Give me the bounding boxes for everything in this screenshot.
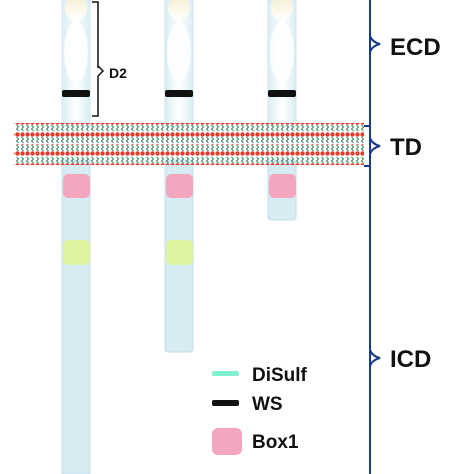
bracket-td-tick: [369, 137, 381, 155]
receptor-1: [61, 0, 91, 474]
legend-disulf-label: DiSulf: [252, 365, 308, 386]
membrane-inner-leaflet: [14, 145, 364, 165]
legend: DiSulf WS Box1: [212, 365, 308, 455]
legend-ws-swatch: [212, 400, 239, 406]
receptor-1-box1: [63, 174, 90, 198]
receptor-2-ws-motif: [165, 90, 193, 97]
domain-bracket: [364, 0, 381, 474]
receptor-1-ecd-cap: [65, 0, 87, 20]
icd-label: ICD: [390, 346, 431, 373]
receptor-2-ecd-cap: [168, 0, 190, 20]
receptor-1-ecd-lobe: [64, 22, 88, 82]
legend-disulf-swatch: [212, 371, 239, 376]
receptor-2-ecd-lobe: [167, 22, 191, 82]
legend-box1-label: Box1: [252, 432, 299, 453]
receptor-1-motif: [63, 240, 90, 265]
d2-bracket: D2: [92, 1, 127, 117]
bracket-icd-tick: [369, 349, 381, 367]
ecd-label: ECD: [390, 34, 441, 61]
lipid-bilayer: [14, 123, 364, 165]
receptor-3-ws-motif: [268, 90, 296, 97]
legend-box1-swatch: [212, 428, 242, 455]
legend-ws-label: WS: [252, 394, 283, 415]
receptor-2-box1: [166, 174, 193, 198]
receptor-1-ws-motif: [62, 90, 90, 97]
receptor-2-motif: [166, 240, 193, 265]
td-label: TD: [390, 134, 422, 161]
membrane-outer-leaflet: [14, 123, 364, 145]
d2-label: D2: [109, 65, 127, 81]
receptor-3-box1: [269, 174, 296, 198]
receptor-2: [164, 0, 194, 353]
receptor-3-ecd-lobe: [270, 22, 294, 82]
receptor-1-icd: [61, 159, 91, 474]
receptor-3: [267, 0, 297, 221]
receptor-3-ecd-cap: [271, 0, 293, 20]
bracket-ecd-tick: [369, 35, 381, 53]
